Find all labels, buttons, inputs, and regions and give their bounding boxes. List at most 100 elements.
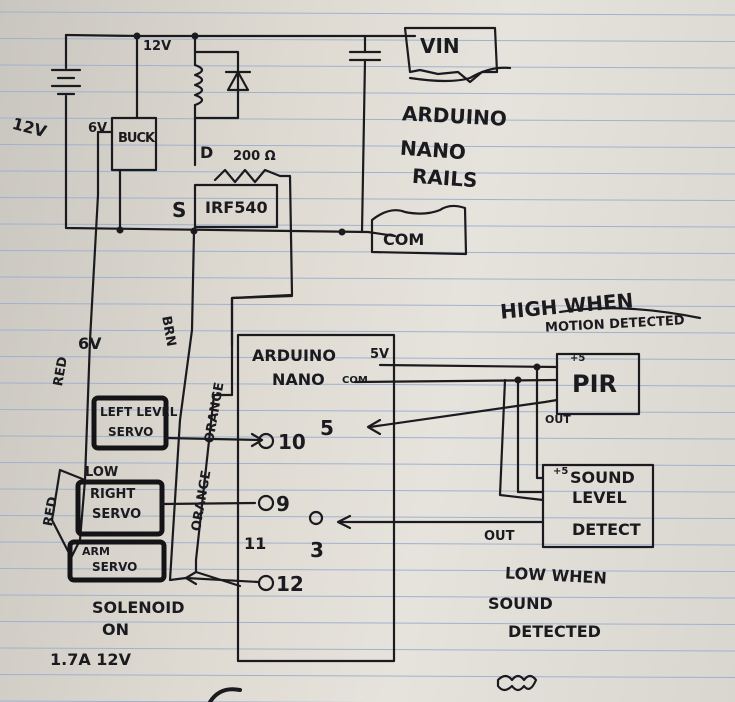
nano-com-line [353,378,559,384]
ruled-line [0,382,735,387]
pin-9-label: 9 [276,492,290,516]
nano-com-label: COM [342,375,368,386]
arm-servo-label-2: SERVO [92,560,138,574]
ruled-line [0,409,735,413]
ruled-line [0,276,735,281]
mosfet-label: IRF540 [205,198,268,217]
pin-5-label: 5 [320,416,334,440]
ruled-line [0,11,735,16]
pin-10-pad [257,432,275,450]
sound-gnd-loop [498,378,545,502]
com-box [370,204,468,256]
pin-10-label: 10 [278,430,306,454]
mosfet-box [193,183,279,229]
ruled-line [0,594,735,599]
orange-signal-line [194,294,294,588]
junction-dot [338,228,346,236]
high-when-underline [558,307,702,320]
bottom-scribble [496,674,538,692]
pin-3-pad [308,510,324,526]
arduino-rails-label-2: NANO [399,135,467,165]
ruled-line [0,488,735,493]
buck-converter-box [110,116,158,172]
right-servo-label-2: SERVO [92,507,142,522]
buck-input-label: 6V [88,121,108,136]
ruled-line [0,144,735,148]
six-v-label: 6V [78,334,102,353]
arduino-nano-board [236,333,396,663]
arm-servo-label-1: ARM [82,545,110,558]
ground-com-rail [64,213,397,238]
battery-symbol [50,33,82,217]
pin-3-label: 3 [310,538,324,562]
junction-dot [116,226,124,234]
pir-sensor-box [555,352,641,416]
sound-label-1: SOUND [570,468,635,487]
pir-label: PIR [572,370,617,398]
ruled-line [0,356,735,360]
ruled-line [0,515,735,519]
pir-out-label: OUT [545,413,571,426]
ruled-line [0,303,735,307]
low-label: LOW [85,465,119,480]
right-servo-box [75,479,165,537]
nano-5v-label: 5V [370,347,390,362]
pin-9-pad [257,494,275,512]
solenoid-on-label-1: SOLENOID [92,598,185,617]
low-when-label-3: DETECTED [508,622,601,641]
gate-resistor [213,168,294,347]
nano-5v-line [378,363,559,369]
drain-label: D [200,143,214,162]
nano-title-2: NANO [272,370,325,389]
buck-out [83,130,114,482]
nano-title-1: ARDUINO [252,346,336,365]
ruled-line [0,329,735,334]
arduino-rails-label-3: RAILS [411,163,479,193]
ruled-line [0,568,735,572]
left-level-servo-box [91,395,169,451]
sound-out-label: OUT [484,529,515,544]
ruled-line [0,170,735,175]
vin-label: VIN [420,34,460,58]
rail-12v-label: 12V [143,39,172,54]
resistor-label: 200 Ω [233,149,276,164]
sound-plus-label: +5 [553,466,569,477]
pin12-wire [184,576,260,584]
ruled-line [0,674,735,678]
sound-5v-wire [535,365,545,480]
servo-gnd-line [168,229,196,582]
arm-servo-box [67,539,167,583]
sound-label-2: LEVEL [572,488,627,507]
buck-label: BUCK [118,131,155,146]
ruled-line [0,250,735,254]
sound-label-3: DETECT [572,520,641,539]
low-when-label-2: SOUND [488,594,553,613]
ruled-line [0,197,735,201]
sound-com-wire [516,378,545,494]
capacitor-symbol [348,34,382,234]
source-label: S [172,198,187,222]
vin-flourish [408,66,512,83]
pin10-wire [164,436,262,442]
pin9-wire [160,501,257,506]
left-servo-label-1: LEFT LEVEL [100,405,178,419]
pin-11-label: 11 [244,534,267,553]
solenoid-on-label-2: ON [102,620,129,639]
ruled-line [0,621,735,625]
pir-plus-label: +5 [570,353,586,364]
ruled-line [0,91,735,95]
ruled-line [0,435,735,440]
arduino-rails-label-1: ARDUINO [401,101,508,131]
current-label: 1.7A 12V [50,650,131,669]
right-servo-label-1: RIGHT [90,487,136,502]
bottom-scribble [208,687,242,702]
ruled-line [0,38,735,42]
flyback-diode [193,50,252,120]
vin-box [403,26,499,84]
pin-12-pad [257,574,275,592]
left-red-loop [50,468,87,557]
com-rail-label: COM [383,230,425,249]
left-servo-label-2: SERVO [108,425,154,439]
